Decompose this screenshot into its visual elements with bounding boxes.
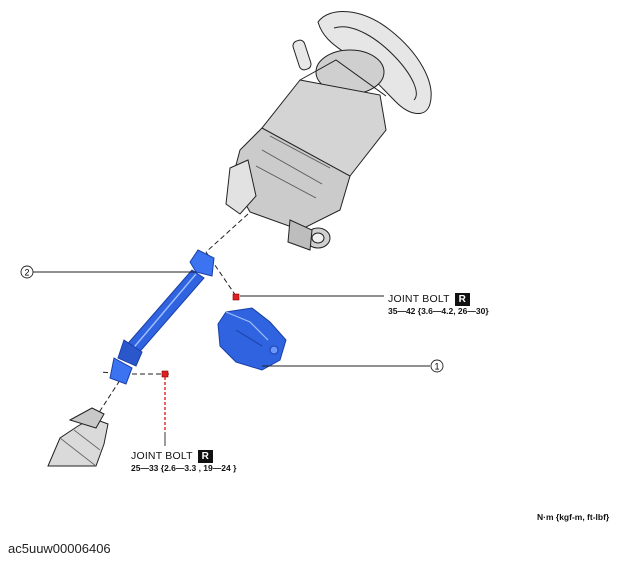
upper-joint-bolt-name: JOINT BOLT (388, 293, 450, 305)
callout-1: 1 (430, 359, 444, 373)
lower-reuse-badge: R (197, 450, 213, 463)
steering-column-cover (217, 307, 287, 371)
steering-column-assembly (225, 11, 432, 251)
lower-joint-bolt-name: JOINT BOLT (131, 450, 193, 462)
lower-joint-bolt-torque: 25—33 {2.6—3.3 , 19—24 } (131, 463, 237, 473)
callout-1-number: 1 (434, 362, 439, 372)
upper-joint-bolt-label: JOINT BOLT R (388, 289, 470, 307)
upper-reuse-badge: R (454, 293, 470, 306)
torque-units-note: N·m {kgf-m, ft-lbf} (537, 512, 610, 522)
upper-joint-bolt-torque: 35—42 {3.6—4.2, 26—30} (388, 306, 489, 316)
lower-joint-bolt-label: JOINT BOLT R (131, 446, 213, 464)
leader-lines (33, 271, 430, 446)
callout-2: 2 (20, 265, 34, 279)
steering-gear-housing (47, 407, 109, 467)
lower-joint-bolt (161, 370, 169, 430)
upper-joint-bolt (232, 293, 240, 301)
intermediate-shaft (109, 249, 215, 385)
figure-id: ac5uuw00006406 (8, 541, 111, 556)
callout-2-number: 2 (24, 268, 29, 278)
